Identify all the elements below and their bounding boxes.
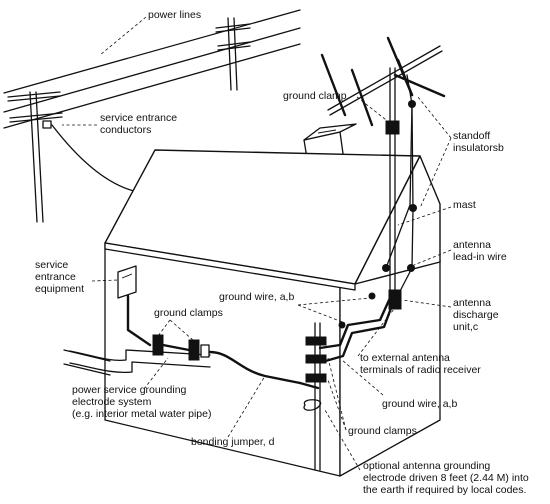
ground-wires	[208, 296, 396, 471]
label-power-grounding-3: (e.g. interior metal water pipe)	[72, 408, 211, 420]
label-ground-clamps-bottom: ground clamps	[348, 425, 417, 437]
label-service-entrance-equipment-3: equipment	[35, 283, 84, 295]
leader-lines	[62, 16, 452, 471]
label-optional-grounding: optional antenna grounding	[363, 460, 490, 472]
label-ground-wire-top: ground wire, a,b	[219, 291, 294, 303]
labels: power lines service entrance conductors …	[35, 9, 529, 496]
label-mast: mast	[453, 199, 476, 211]
label-external-terminals-2: terminals of radio receiver	[360, 364, 481, 376]
label-antenna-lead-in-2: lead-in wire	[453, 251, 507, 263]
label-service-entrance-conductors-2: conductors	[100, 124, 151, 136]
power-lines	[3, 9, 301, 193]
label-optional-grounding-2: electrode driven 8 feet (2.44 M) into	[363, 472, 529, 484]
label-service-entrance-conductors: service entrance	[100, 112, 177, 124]
label-antenna-discharge-2: discharge	[453, 309, 499, 321]
label-antenna-discharge: antenna	[453, 297, 491, 309]
label-bonding-jumper: bonding jumper, d	[191, 436, 275, 448]
label-external-terminals: to external antenna	[360, 352, 450, 364]
label-power-grounding: power service grounding	[72, 384, 187, 396]
label-ground-clamps-left: ground clamps	[154, 307, 223, 319]
label-ground-wire-bottom: ground wire, a,b	[382, 398, 457, 410]
house	[63, 123, 441, 477]
label-standoff-insulators-2: insulatorsb	[453, 142, 504, 154]
label-power-lines: power lines	[148, 9, 201, 21]
label-service-entrance-equipment-2: entrance	[35, 271, 76, 283]
antenna-mast	[320, 36, 446, 329]
label-power-grounding-2: electrode system	[72, 396, 152, 408]
label-standoff-insulators: standoff	[453, 130, 490, 142]
label-antenna-discharge-3: unit,c	[453, 321, 478, 333]
label-optional-grounding-3: the earth if required by local codes.	[363, 484, 526, 496]
label-ground-clamp: ground clamp	[283, 90, 347, 102]
label-antenna-lead-in: antenna	[453, 239, 491, 251]
label-service-entrance-equipment: service	[35, 259, 68, 271]
water-pipe	[69, 334, 211, 374]
service-entrance-equipment	[117, 265, 152, 347]
